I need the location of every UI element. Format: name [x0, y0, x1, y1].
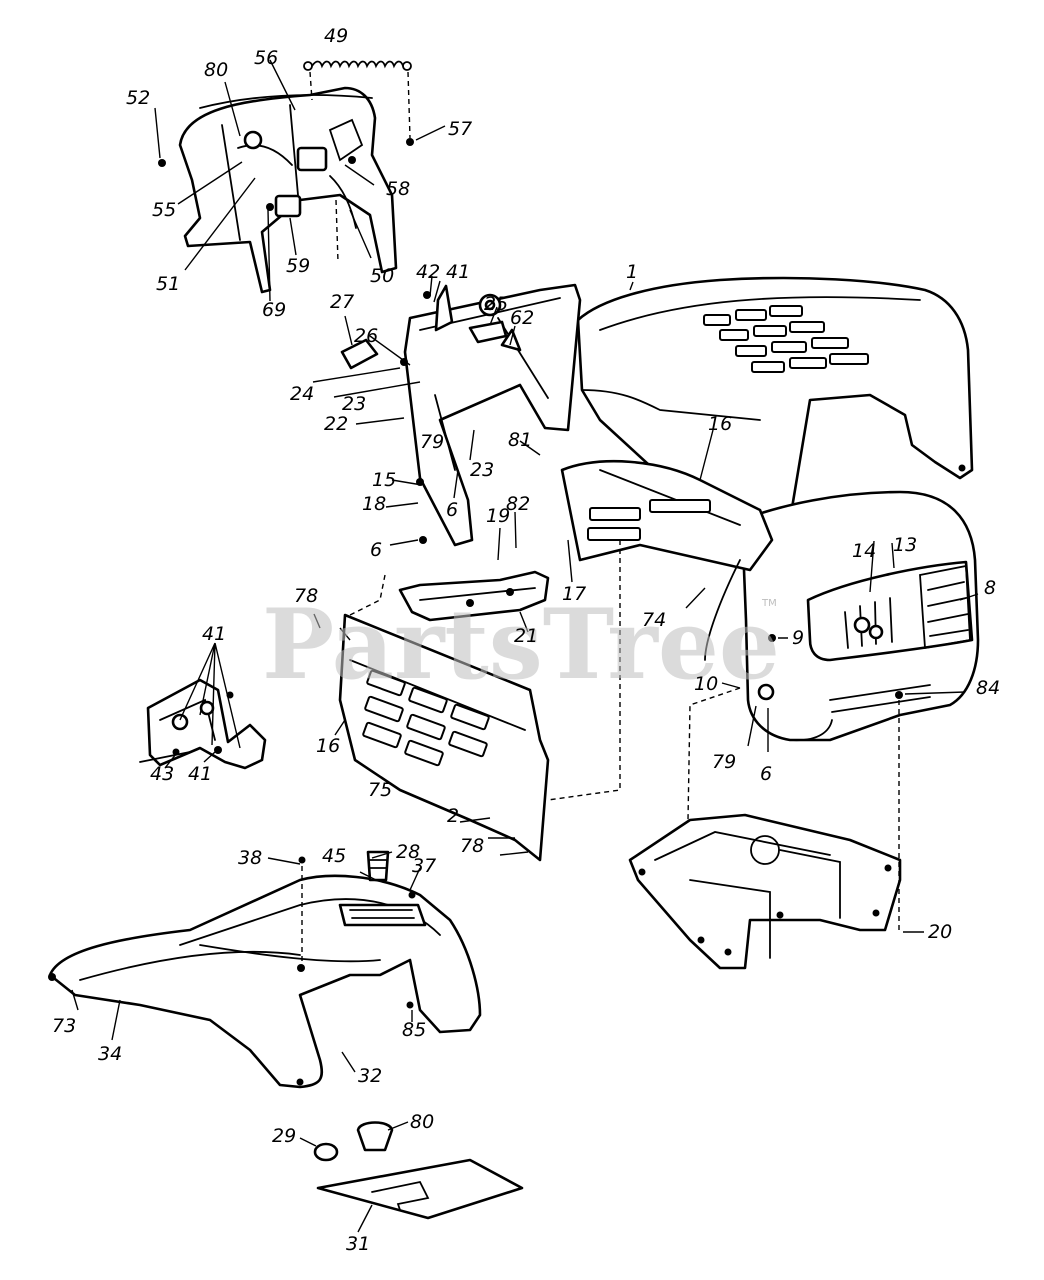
callout-50: 50 [370, 265, 394, 287]
callout-29: 29 [272, 1125, 296, 1147]
callout-45: 45 [322, 845, 346, 867]
callout-9: 9 [792, 627, 804, 649]
callout-84: 84 [976, 677, 1000, 699]
callout-52: 52 [126, 87, 150, 109]
callout-79: 79 [420, 431, 444, 453]
callout-31: 31 [346, 1233, 370, 1255]
dash-side-panel [560, 459, 774, 661]
callout-23: 23 [342, 393, 366, 415]
callout-15: 15 [372, 469, 396, 491]
callout-6: 6 [760, 763, 772, 785]
callout-10: 10 [694, 673, 718, 695]
callout-6: 6 [446, 499, 458, 521]
callout-73: 73 [52, 1015, 76, 1037]
callout-56: 56 [254, 47, 278, 69]
callout-32: 32 [358, 1065, 382, 1087]
callout-27: 27 [330, 291, 354, 313]
support-bracket [398, 570, 550, 622]
callout-34: 34 [98, 1043, 122, 1065]
front-grille-nose [740, 490, 980, 742]
dashboard-pedestal-assembly [158, 60, 414, 294]
callout-25: 25 [484, 293, 508, 315]
callout-1: 1 [626, 261, 638, 283]
callout-49: 49 [324, 25, 348, 47]
callout-16: 16 [316, 735, 340, 757]
callout-80: 80 [410, 1111, 434, 1133]
hood [576, 276, 974, 522]
callout-41: 41 [446, 261, 470, 283]
callout-22: 22 [324, 413, 348, 435]
callout-41: 41 [202, 623, 226, 645]
callout-57: 57 [448, 118, 472, 140]
rear-fender [48, 856, 482, 1089]
callout-8: 8 [984, 577, 996, 599]
callout-43: 43 [150, 763, 174, 785]
callout-58: 58 [386, 178, 410, 200]
callout-6: 6 [370, 539, 382, 561]
callout-19: 19 [486, 505, 510, 527]
callout-23: 23 [470, 459, 494, 481]
watermark-trademark: TM [761, 598, 777, 609]
callout-75: 75 [368, 779, 392, 801]
callout-80: 80 [204, 59, 228, 81]
callout-55: 55 [152, 199, 176, 221]
callout-37: 37 [412, 855, 436, 877]
brake-bracket-assembly [139, 678, 267, 770]
callout-85: 85 [402, 1019, 426, 1041]
callout-38: 38 [238, 847, 262, 869]
routing-lines [349, 540, 900, 930]
callout-16: 16 [708, 413, 732, 435]
callout-20: 20 [928, 921, 952, 943]
callout-42: 42 [416, 261, 440, 283]
callout-41: 41 [188, 763, 212, 785]
callout-18: 18 [362, 493, 386, 515]
callout-26: 26 [354, 325, 378, 347]
callout-24: 24 [290, 383, 314, 405]
callout-78: 78 [460, 835, 484, 857]
callout-2: 2 [447, 805, 459, 827]
callout-51: 51 [156, 273, 180, 295]
callout-59: 59 [286, 255, 310, 277]
steering-support-bracket [340, 283, 702, 547]
watermark-text: PartsTree [262, 588, 780, 701]
callout-labels: 1 2 6 6 6 8 9 10 13 14 15 16 16 17 18 19… [52, 25, 1000, 1255]
callout-28: 28 [396, 841, 420, 863]
callout-21: 21 [514, 625, 538, 647]
callout-78: 78 [294, 585, 318, 607]
callout-79: 79 [712, 751, 736, 773]
callout-82: 82 [506, 493, 530, 515]
front-lower-panel [338, 613, 550, 862]
callout-14: 14 [852, 540, 876, 562]
callout-69: 69 [262, 299, 286, 321]
callout-74: 74 [642, 609, 666, 631]
callout-81: 81 [508, 429, 532, 451]
small-parts [313, 850, 524, 1220]
chassis-frame [628, 813, 902, 970]
callout-62: 62 [510, 307, 534, 329]
callout-13: 13 [893, 534, 917, 556]
leader-lines [71, 59, 979, 1233]
callout-17: 17 [562, 583, 586, 605]
